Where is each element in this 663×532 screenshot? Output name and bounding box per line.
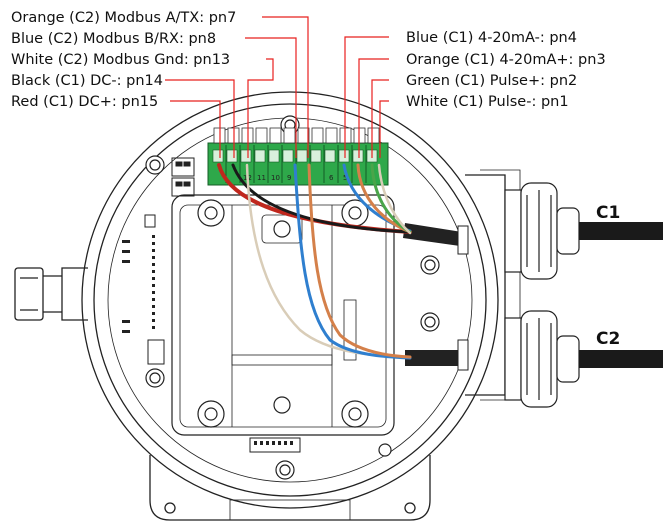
terminal-number: 5 [343,174,347,182]
cable-c2 [579,350,663,368]
screw-icon [420,255,440,275]
external-cables [579,222,663,368]
cable-gland-c2 [504,310,580,408]
pcb-components [144,157,195,365]
bottom-connector-pins [254,441,293,445]
label-black-dc-minus: Black (C1) DC-: pn14 [11,73,163,89]
screw-icon [378,443,392,457]
label-white-modbus-gnd: White (C2) Modbus Gnd: pn13 [11,52,230,68]
terminal-number: 11 [257,174,266,182]
screw-icon [275,460,295,480]
enclosure-inner-ring [93,103,487,497]
enclosure-outer-ring [81,91,499,509]
cable-c1 [579,222,663,240]
pcb-pin-header [122,235,155,333]
leader-lines [165,16,389,158]
terminal-cover [171,194,395,453]
cable-label-c2: C2 [596,329,620,349]
left-boss [61,267,88,321]
wire-white-pulse-minus [377,163,412,235]
terminal-number: 10 [271,174,280,182]
label-blue-4-20-minus: Blue (C1) 4-20mA-: pn4 [406,30,577,46]
cable-sleeves [403,223,469,371]
wire-black-dc-minus [231,163,412,234]
cable-labels: C1 C2 [596,203,620,349]
screw-icon [145,155,165,175]
cable-label-c1: C1 [596,203,620,223]
label-orange-4-20-plus: Orange (C1) 4-20mA+: pn3 [406,52,606,68]
screw-icon [420,312,440,332]
labels-left: Orange (C2) Modbus A/TX: pn7 Blue (C2) M… [11,10,236,110]
wires [217,163,412,360]
labels-right: Blue (C1) 4-20mA-: pn4 Orange (C1) 4-20m… [406,30,606,110]
right-gland-housing [465,174,506,396]
terminal-number: 6 [329,174,334,182]
enclosure [14,91,521,521]
cable-gland-c1 [504,182,580,280]
label-green-pulse-plus: Green (C1) Pulse+: pn2 [406,73,577,89]
wire-orange-modbus-a [307,163,412,359]
label-white-pulse-minus: White (C1) Pulse-: pn1 [406,94,569,110]
wire-blue-modbus-b [293,163,412,360]
label-blue-modbus-b: Blue (C2) Modbus B/RX: pn8 [11,31,216,47]
label-red-dc-plus: Red (C1) DC+: pn15 [11,94,158,110]
terminal-number: 9 [287,174,291,182]
screw-icon [145,368,165,388]
label-orange-modbus-a: Orange (C2) Modbus A/TX: pn7 [11,10,236,26]
